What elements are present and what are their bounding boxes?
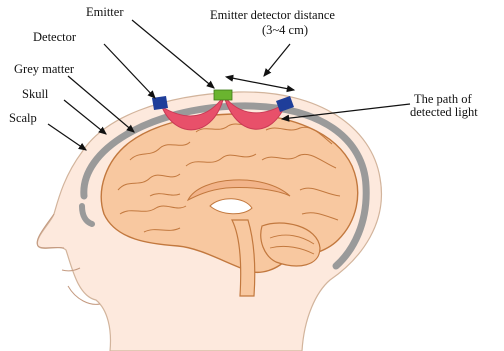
distance-arrow [232,78,294,90]
skull-arrow [64,100,106,134]
emitter-arrow [132,20,214,88]
light-path-label-line2: detected light [410,105,478,119]
detector-arrow [104,44,155,98]
grey-matter-arrow [68,76,134,132]
grey-matter-label: Grey matter [14,62,74,76]
distance-pointer [264,44,290,76]
emitter-optode [214,90,232,100]
skull-label: Skull [22,87,48,101]
distance-value-label: (3~4 cm) [262,23,308,37]
emitter-label: Emitter [86,5,124,19]
detector-label: Detector [33,30,76,44]
scalp-arrow [48,124,86,150]
distance-title-label: Emitter detector distance [210,8,335,22]
scalp-label: Scalp [9,111,37,125]
light-path-label-line1: The path of [414,92,472,106]
